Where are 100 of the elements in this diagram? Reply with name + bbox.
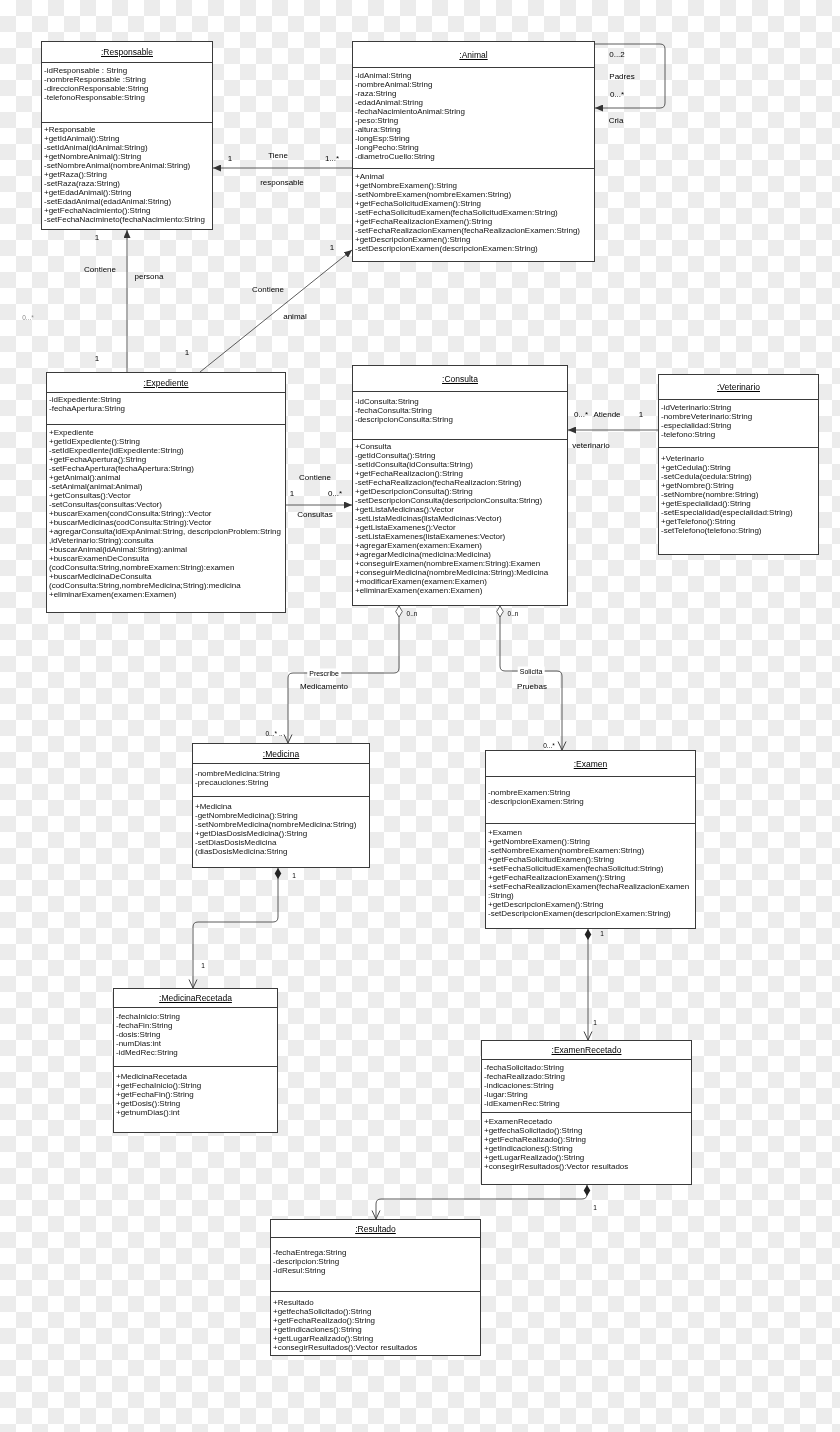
attribute-text: -telefono:String [661,430,717,439]
edge-label: Contiene [299,472,331,482]
method-text: -setCedula(cedula:String) [661,472,753,481]
attribute-text: -idMedRec:String [116,1048,179,1057]
method-text: -setFechaRealizacion(fechaRealizacion:String) [355,478,523,487]
attribute-text: -idResponsable : String [44,66,129,75]
method-text: +ExamenRecetado [484,1117,554,1126]
method-text: +getfechaSolicitado():String [273,1307,373,1316]
method-text: +getFechaRealizacionExamen():String [488,873,627,882]
method-text: +buscarExamenDeConsulta (codConsulta:String,nombreExamen:String):examen [49,554,236,572]
attribute-text: -nombreAnimal:String [355,80,434,89]
method-text: +getConsultas():Vector [49,491,132,500]
method-text: +buscarAnimal(idAnimal:String):animal [49,545,189,554]
attribute-text: -fechaNacimientoAnimal:String [355,107,466,116]
method-text: -setListaMedicinas(listaMedicinas:Vector) [355,514,503,523]
method-text: -setDiasDosisMedicina (diasDosisMedicina:String [195,838,289,856]
method-text: +Animal [355,172,386,181]
method-text: -setAnimal(animal:Animal) [49,482,144,491]
multiplicity-label: 1 [184,347,190,357]
attribute-text: -precauciones:String [195,778,270,787]
method-text: +Expediente [49,428,95,437]
method-text: -setTelefono(telefono:String) [661,526,763,535]
method-text: +agregarExamen(examen:Examen) [355,541,483,550]
multiplicity-label: 1...* [324,153,340,163]
method-text: +Medicina [195,802,233,811]
attribute-text: -fechaEntrega:String [273,1248,348,1257]
method-text: +Examen [488,828,524,837]
method-text: +getfechaSolicitado():String [484,1126,584,1135]
attribute-text: -peso:String [355,116,400,125]
method-text: +getEspecialidad():String [661,499,752,508]
method-text: -getIdConsulta():String [355,451,437,460]
method-text: -setFechaApertura(fechaApertura:String) [49,464,195,473]
method-text: -setFechaRealizacionExamen(fechaRealizacionExamen:String) [355,226,581,235]
method-text: +conseguirMedicina(nombreMedicina:String):Medicina [355,568,550,577]
method-text: -setNombre(nombre:String) [661,490,760,499]
attribute-text: -idResul:String [273,1266,327,1275]
method-text: +getListaExamenes():Vector [355,523,457,532]
method-text: +getNombre():String [661,481,735,490]
composition-arrow [583,928,593,1041]
method-text: +getFechaRealizacionExamen():String [355,217,494,226]
multiplicity-label: 0...* [327,488,343,498]
attribute-text: -idExamenRec:String [484,1099,561,1108]
method-text: +agregarConsulta(idExpAnimal:String, descripcionProblem:String ,idVeterinario:String):consulta [49,527,282,545]
method-text: +getDosis():String [116,1099,182,1108]
attribute-text: -fechaInicio:String [116,1012,182,1021]
multiplicity-label: 1 [227,153,233,163]
class-name: :Examen [573,758,608,769]
edge-label: Contiene [252,284,284,294]
class-name: :Expediente [143,377,189,388]
method-text: -setConsultas(consultas:Vector) [49,500,163,509]
method-text: +getRaza():String [44,170,108,179]
role-label: Pruebas [517,681,547,691]
attribute-text: -edadAnimal:String [355,98,425,107]
method-text: +setFechaSolicitudExamen(fechaSolicitud:String) [488,864,665,873]
attribute-text: -lugar:String [484,1090,529,1099]
class-name: :Consulta [442,373,478,384]
attribute-text: -idConsulta:String [355,397,420,406]
method-text: +eliminarExamen(examen:Examen) [355,586,484,595]
method-text: +getListaMedicinas():Vector [355,505,455,514]
attribute-text: -idAnimal:String [355,71,413,80]
attribute-text: -fechaSolicitado:String [484,1063,566,1072]
method-text: +getLugarRealizado():String [484,1153,586,1162]
method-text: +eliminarExamen(examen:Examen) [49,590,178,599]
method-text: +modificarExamen(examen:Examen) [355,577,488,586]
class-box [113,988,278,1133]
method-text: -setNombreAnimal(nombreAnimal:String) [44,161,192,170]
attribute-text: -nombreResponsable :String [44,75,147,84]
method-text: -setNombreExamen(nombreExamen:String) [355,190,513,199]
method-text: +agregarMedicina(medicina:Medicina) [355,550,492,559]
class-name: :Resultado [355,1223,396,1234]
class-name: :Animal [459,49,488,60]
multiplicity-label: 1 [329,242,335,252]
method-text: +getIndicaciones():String [273,1325,363,1334]
method-text: +getDescripcionExamen():String [355,235,472,244]
method-text: +getAnimal():animal [49,473,122,482]
attribute-text: -idExpediente:String [49,395,123,404]
role-label: Cria [608,115,624,125]
edge-label: Atiende [593,409,621,419]
method-text: -setDescripcionExamen(descripcionExamen:String) [355,244,539,253]
method-text: +getIdAnimal():String [44,134,121,143]
attribute-text: -direccionResponsable:String [44,84,150,93]
attribute-text: -diametroCuello:String [355,152,436,161]
method-text: +getDescripcionExamen():String [488,900,605,909]
class-box [485,750,696,929]
method-text: +getFechaRealizacion():String [355,469,464,478]
method-text: +buscarMedicinaDeConsulta (codConsulta:String,nombreMedicina;String):medicina [49,572,242,590]
attribute-text: -nombreMedicina:String [195,769,281,778]
method-text: +MedicinaRecetada [116,1072,188,1081]
attribute-text: -longPecho:String [355,143,420,152]
method-text: -setNombreExamen(nombreExamen:String) [488,846,646,855]
method-text: -setDescripcionExamen(descripcionExamen:String) [488,909,672,918]
method-text: +getFechaInicio():String [116,1081,203,1090]
method-text: +getIdExpediente():String [49,437,141,446]
attribute-text: -nombreVeterinario:String [661,412,754,421]
multiplicity-label: 1 [289,488,295,498]
method-text: -setDescripcionConsulta(descripcionConsulta:String) [355,496,544,505]
attribute-text: -descripcionConsulta:String [355,415,454,424]
method-text: +buscarExamen(condConsulta:String)::Vector [49,509,213,518]
method-text: -setIdConsulta(idConsulta:String) [355,460,474,469]
method-text: +buscarMedicinas(codConsulta:String):Vector [49,518,213,527]
